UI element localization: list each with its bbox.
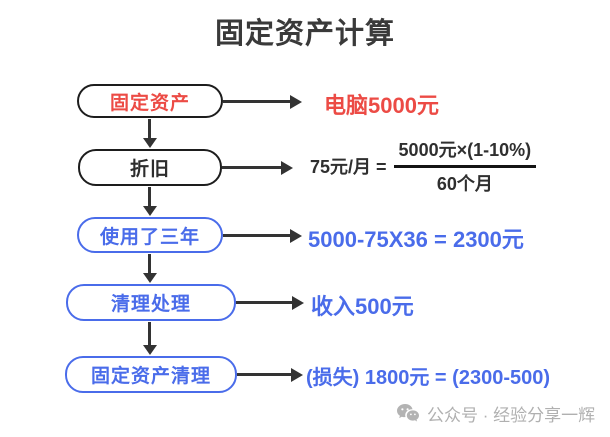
right-arrow-icon xyxy=(223,95,302,108)
result-computer-price: 电脑5000元 xyxy=(324,93,439,118)
result-income: 收入500元 xyxy=(311,294,414,319)
flow-node-label: 使用了三年 xyxy=(99,226,200,248)
right-arrow-icon xyxy=(222,161,293,174)
formula-denominator: 60个月 xyxy=(436,174,493,194)
formula-fraction: 5000元×(1-10%) 60个月 xyxy=(393,136,537,196)
result-loss: (损失) 1800元 = (2300-500) xyxy=(306,367,551,389)
flow-node-label: 固定资产 xyxy=(109,92,190,114)
down-arrow-icon xyxy=(143,254,156,283)
flow-node-cleanup-disposal: 清理处理 xyxy=(66,284,236,321)
watermark: 公众号 · 经验分享一辉 xyxy=(396,401,595,426)
right-arrow-icon xyxy=(236,296,304,309)
right-arrow-icon xyxy=(223,229,302,242)
flow-node-used-three-years: 使用了三年 xyxy=(77,217,223,253)
flow-node-label: 清理处理 xyxy=(110,294,191,315)
flow-node-label: 固定资产清理 xyxy=(90,366,211,387)
down-arrow-icon xyxy=(143,119,156,148)
down-arrow-icon xyxy=(143,187,156,216)
flow-node-fixed-asset: 固定资产 xyxy=(77,84,223,118)
formula-numerator: 5000元×(1-10%) xyxy=(393,136,537,168)
flow-node-depreciation: 折旧 xyxy=(78,149,222,186)
down-arrow-icon xyxy=(143,322,156,355)
wechat-icon xyxy=(397,404,419,422)
formula-lhs: 75元/月 = xyxy=(310,157,387,177)
depreciation-formula: 75元/月 = 5000元×(1-10%) 60个月 xyxy=(310,140,537,194)
right-arrow-icon xyxy=(237,368,303,381)
watermark-text: 公众号 · 经验分享一辉 xyxy=(427,406,596,425)
flow-node-label: 折旧 xyxy=(129,159,170,180)
page-title: 固定资产计算 xyxy=(214,18,395,50)
result-net-value: 5000-75X36 = 2300元 xyxy=(308,227,524,252)
flow-node-fixed-asset-cleanup: 固定资产清理 xyxy=(65,356,237,393)
